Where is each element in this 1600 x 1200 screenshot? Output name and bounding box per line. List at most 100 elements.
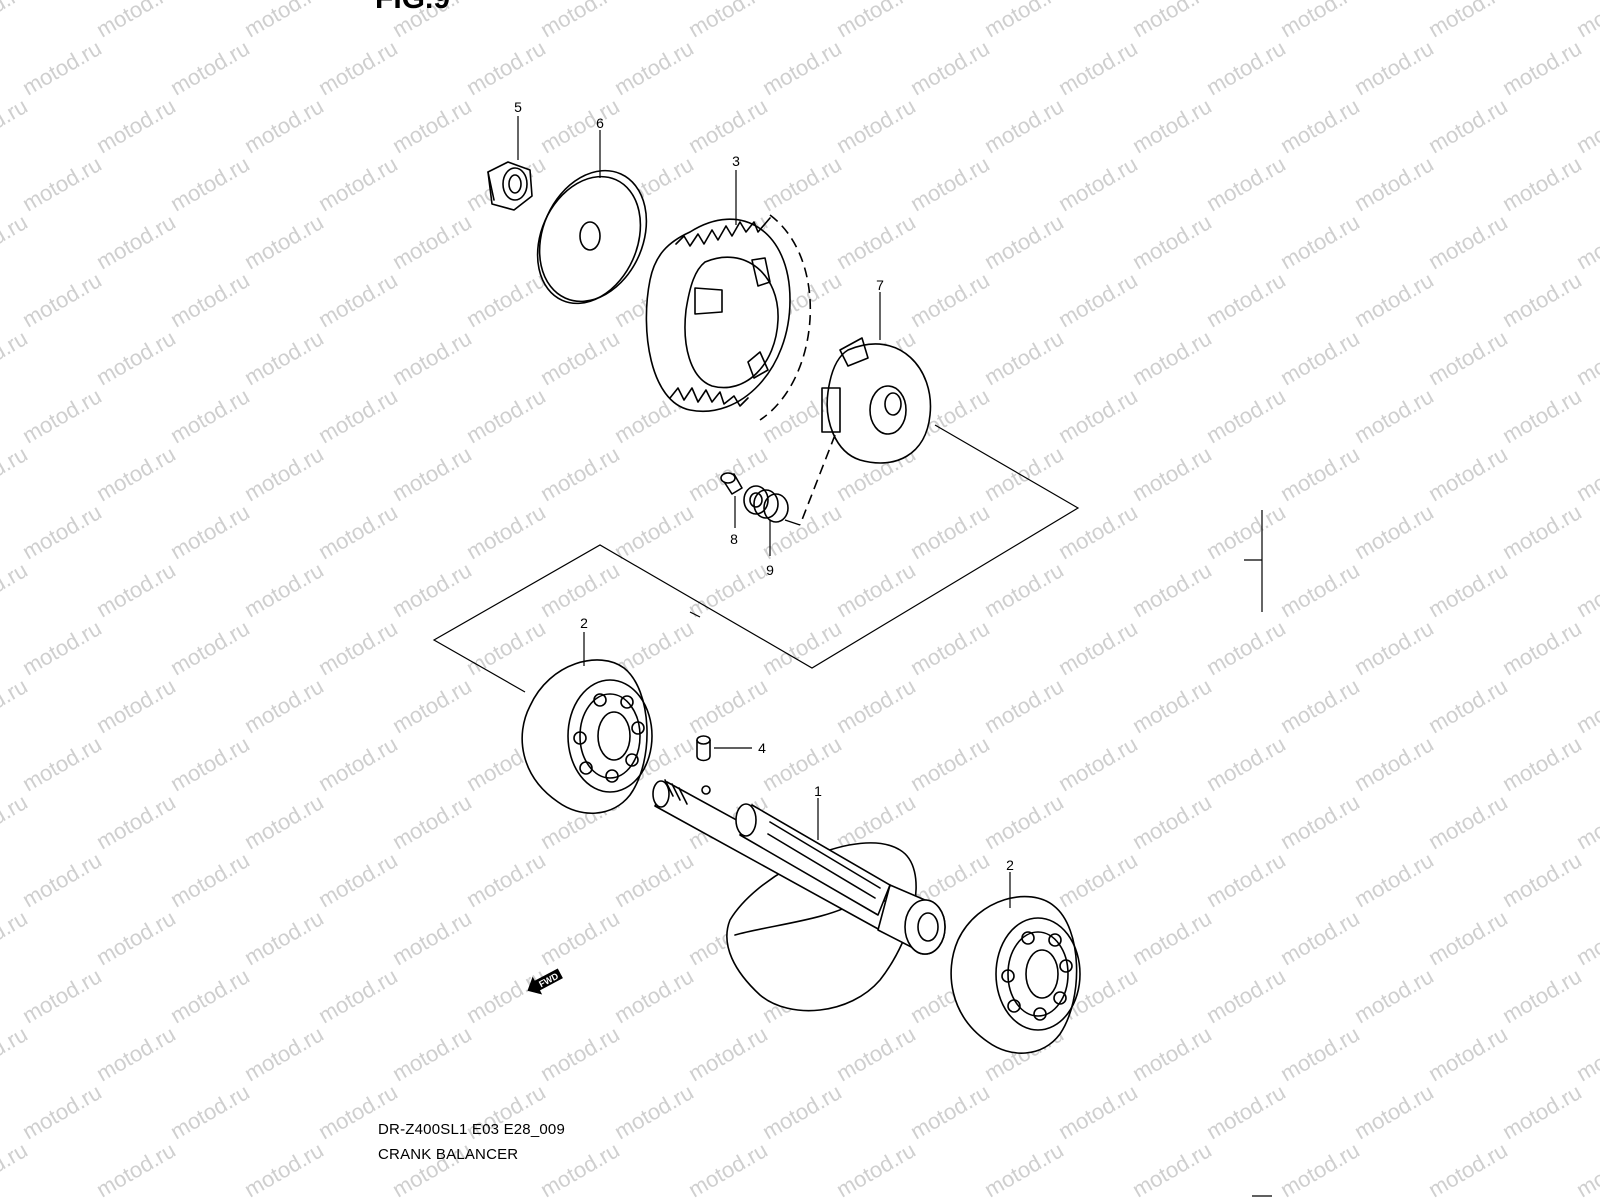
watermark-text: motod.ru xyxy=(536,93,624,158)
watermark-text: motod.ru xyxy=(980,325,1068,390)
watermark-text: motod.ru xyxy=(536,557,624,622)
gear-part-3 xyxy=(645,214,812,421)
watermark-text: motod.ru xyxy=(684,93,772,158)
watermark-text: motod.ru xyxy=(1572,93,1600,158)
watermark-text: motod.ru xyxy=(906,1079,994,1144)
watermark-text: motod.ru xyxy=(1350,151,1438,216)
watermark-text: motod.ru xyxy=(1276,673,1364,738)
watermark-text: motod.ru xyxy=(314,963,402,1028)
watermark-text: motod.ru xyxy=(1202,963,1290,1028)
watermark-text: motod.ru xyxy=(1276,441,1364,506)
watermark-text: motod.ru xyxy=(1202,1079,1290,1144)
watermark-text: motod.ru xyxy=(1128,209,1216,274)
gear-plate-part-7 xyxy=(799,337,932,526)
watermark-text: motod.ru xyxy=(92,441,180,506)
watermark-text: motod.ru xyxy=(18,35,106,100)
watermark-text: motod.ru xyxy=(1128,1021,1216,1086)
watermark-text: motod.ru xyxy=(610,35,698,100)
watermark-text: motod.ru xyxy=(1128,1137,1216,1200)
callout-8: 8 xyxy=(730,531,738,547)
watermark-text: motod.ru xyxy=(462,383,550,448)
watermark-text: motod.ru xyxy=(536,441,624,506)
watermark-text: motod.ru xyxy=(462,963,550,1028)
watermark-text: motod.ru xyxy=(1202,151,1290,216)
watermark-text: motod.ru xyxy=(832,557,920,622)
watermark-text: motod.ru xyxy=(1572,325,1600,390)
watermark-text: motod.ru xyxy=(166,499,254,564)
watermark-text: motod.ru xyxy=(166,35,254,100)
watermark-text: motod.ru xyxy=(462,267,550,332)
watermark-text: motod.ru xyxy=(92,1137,180,1200)
watermark-text: motod.ru xyxy=(462,1195,550,1200)
watermark-text: motod.ru xyxy=(240,325,328,390)
watermark-text: motod.ru xyxy=(1350,383,1438,448)
watermark-text: motod.ru xyxy=(388,789,476,854)
watermark-text: motod.ru xyxy=(980,557,1068,622)
watermark-text: motod.ru xyxy=(536,1137,624,1200)
watermark-text: motod.ru xyxy=(1054,615,1142,680)
watermark-text: motod.ru xyxy=(1498,1195,1586,1200)
diagram-title: CRANK BALANCER xyxy=(378,1146,519,1163)
callout-6: 6 xyxy=(596,115,604,131)
callout-2-lower: 2 xyxy=(1006,857,1014,873)
callout-1: 1 xyxy=(814,783,822,799)
watermark-text: motod.ru xyxy=(1350,615,1438,680)
watermark-text: motod.ru xyxy=(980,673,1068,738)
watermark-text: motod.ru xyxy=(1350,1079,1438,1144)
watermark-text: motod.ru xyxy=(18,151,106,216)
watermark-text: motod.ru xyxy=(1128,673,1216,738)
watermark-text: motod.ru xyxy=(1424,441,1512,506)
watermark-text: motod.ru xyxy=(1128,93,1216,158)
watermark-text: motod.ru xyxy=(906,615,994,680)
watermark-text: motod.ru xyxy=(1276,0,1364,42)
watermark-text: motod.ru xyxy=(1202,847,1290,912)
watermark-text: motod.ru xyxy=(1498,963,1586,1028)
callout-3: 3 xyxy=(732,153,740,169)
watermark-text: motod.ru xyxy=(1424,789,1512,854)
watermark-text: motod.ru xyxy=(1350,963,1438,1028)
watermark-text: motod.ru xyxy=(1424,1021,1512,1086)
watermark-text: motod.ru xyxy=(1572,905,1600,970)
watermark-text: motod.ru xyxy=(0,1137,32,1200)
watermark-text: motod.ru xyxy=(18,499,106,564)
watermark-text: motod.ru xyxy=(1572,0,1600,42)
watermark-text: motod.ru xyxy=(1202,267,1290,332)
watermark-text: motod.ru xyxy=(240,1021,328,1086)
watermark-text: motod.ru xyxy=(166,731,254,796)
watermark-text: motod.ru xyxy=(1424,673,1512,738)
watermark-text: motod.ru xyxy=(1276,1137,1364,1200)
watermark-text: motod.ru xyxy=(1276,325,1364,390)
watermark-text: motod.ru xyxy=(1054,731,1142,796)
watermark-text: motod.ru xyxy=(1424,905,1512,970)
watermark-text: motod.ru xyxy=(536,1021,624,1086)
diagram-code: DR-Z400SL1 E03 E28_009 xyxy=(378,1121,566,1138)
watermark-text: motod.ru xyxy=(1276,557,1364,622)
watermark-text: motod.ru xyxy=(1572,441,1600,506)
watermark-text: motod.ru xyxy=(388,441,476,506)
watermark-text: motod.ru xyxy=(906,151,994,216)
watermark-text: motod.ru xyxy=(18,963,106,1028)
watermark-text: motod.ru xyxy=(240,441,328,506)
watermark-text: motod.ru xyxy=(1572,1137,1600,1200)
watermark-text: motod.ru xyxy=(462,35,550,100)
watermark-text: motod.ru xyxy=(1350,35,1438,100)
watermark-text: motod.ru xyxy=(314,151,402,216)
watermark-text: motod.ru xyxy=(166,1195,254,1200)
callout-leaders xyxy=(517,116,1011,908)
watermark-text: motod.ru xyxy=(758,35,846,100)
watermark-text: motod.ru xyxy=(166,383,254,448)
watermark-text: motod.ru xyxy=(832,0,920,42)
watermark-text: motod.ru xyxy=(166,151,254,216)
watermark-text: motod.ru xyxy=(536,325,624,390)
watermark-text: motod.ru xyxy=(758,731,846,796)
watermark-text: motod.ru xyxy=(240,557,328,622)
watermark-text: motod.ru xyxy=(314,267,402,332)
watermark-text: motod.ru xyxy=(536,0,624,42)
watermark-text: motod.ru xyxy=(1276,209,1364,274)
watermark-text: motod.ru xyxy=(980,93,1068,158)
watermark-text: motod.ru xyxy=(1054,499,1142,564)
watermark-text: motod.ru xyxy=(240,209,328,274)
callout-2-upper: 2 xyxy=(580,615,588,631)
watermark-text: motod.ru xyxy=(462,847,550,912)
